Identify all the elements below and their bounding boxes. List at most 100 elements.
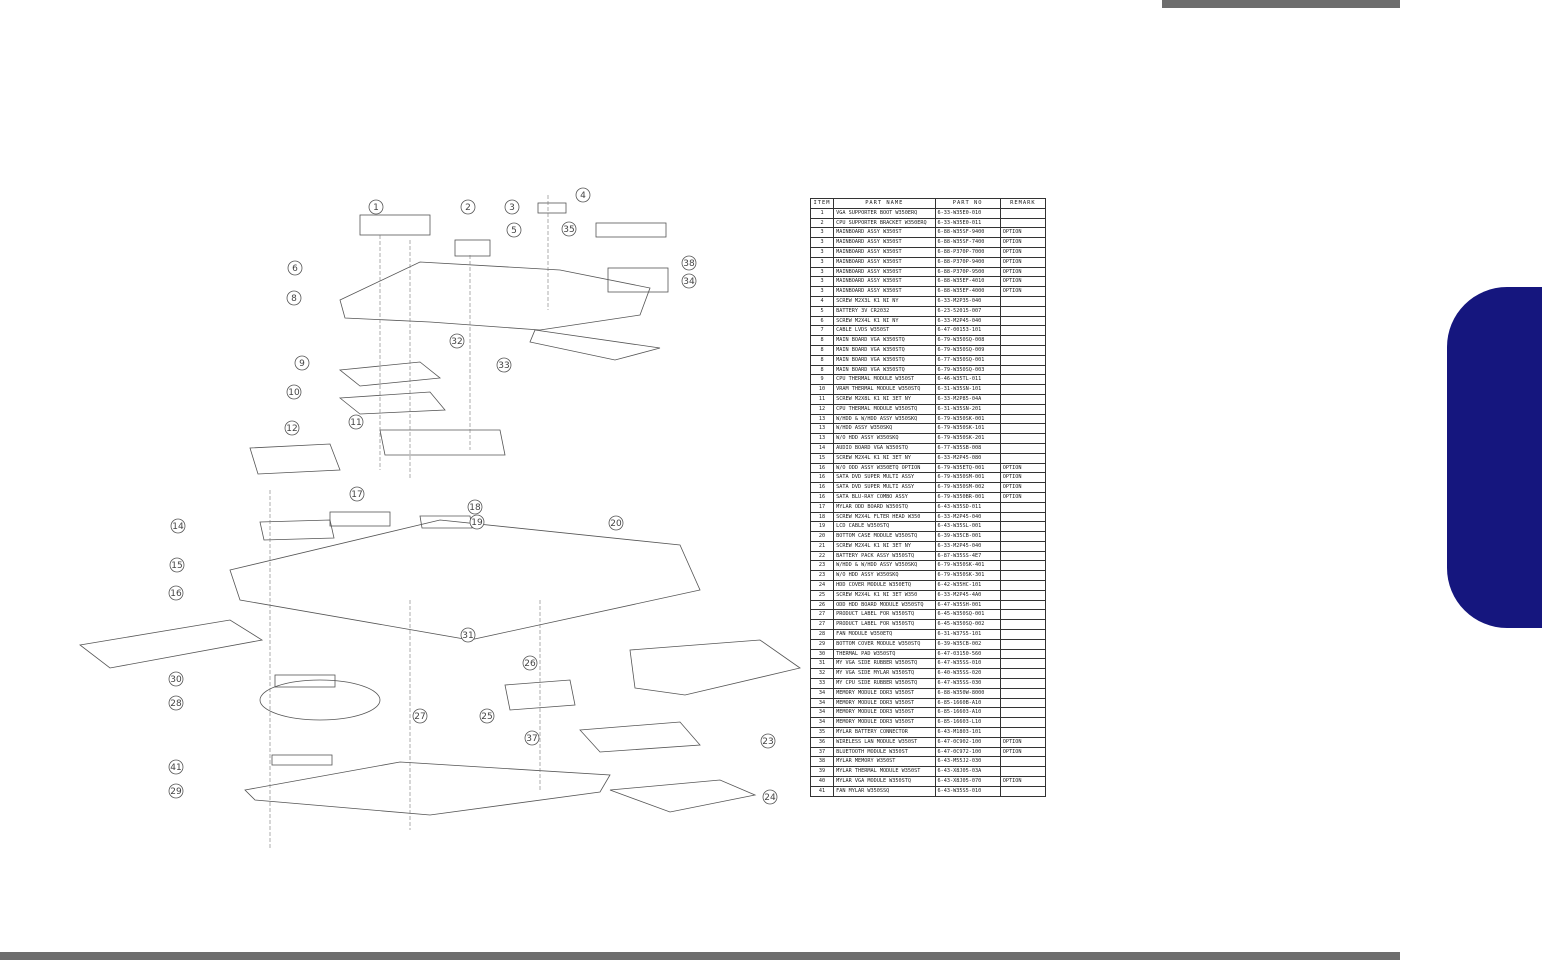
cell-item: 37 <box>809 746 835 758</box>
cell-remark <box>999 687 1047 699</box>
cell-remark <box>999 433 1047 444</box>
callout-marker: 41 <box>168 759 184 775</box>
cell-part-no: 6-79-W350SK-001 <box>934 413 1001 425</box>
vram-thermal-module <box>338 391 446 415</box>
cell-remark <box>999 678 1047 689</box>
cell-part-no: 6-88-P370P-9400 <box>934 256 1001 268</box>
cell-remark <box>999 619 1047 631</box>
cell-part-name: FAN MODULE W350ETQ <box>833 629 936 640</box>
header-part-name: PART NAME <box>833 198 936 209</box>
cell-remark <box>999 599 1047 611</box>
callout-number: 41 <box>170 763 181 773</box>
cell-item: 4 <box>809 295 835 307</box>
cell-remark <box>999 207 1047 219</box>
cell-part-name: MEMORY MODULE DDR3 W350ST <box>833 687 936 699</box>
callout-number: 20 <box>610 519 622 529</box>
cell-remark: OPTION <box>999 286 1047 297</box>
cell-remark: OPTION <box>999 462 1047 474</box>
cell-part-no: 6-47-W35SS-010 <box>934 658 1001 670</box>
cell-part-name: CABLE LVDS W350ST <box>833 325 936 337</box>
cell-remark: OPTION <box>999 237 1047 248</box>
cell-part-no: 6-31-W35SN-201 <box>934 403 1001 415</box>
cell-item: 14 <box>809 442 835 454</box>
cell-part-name: SCREW M2X4L K1 NI NY <box>833 315 936 327</box>
audio-board <box>259 519 335 541</box>
callout-number: 10 <box>288 388 300 398</box>
cell-part-no: 6-79-W350SQ-008 <box>934 335 1001 346</box>
mylar-odd-board <box>329 511 391 527</box>
cell-part-name: VGA SUPPORTER BOOT W350ERQ <box>833 207 936 219</box>
cell-part-no: 6-87-W35SS-4E7 <box>934 550 1001 562</box>
cell-part-name: BOTTOM CASE MODULE W350STQ <box>833 531 936 542</box>
cell-remark <box>999 540 1047 552</box>
cell-remark <box>999 295 1047 307</box>
cell-remark <box>999 531 1047 542</box>
cell-part-no: 6-88-W35EF-4010 <box>934 276 1001 288</box>
cell-remark: OPTION <box>999 491 1047 503</box>
cell-item: 28 <box>809 629 835 640</box>
mainboard <box>339 261 651 331</box>
cell-part-no: 6-33-M2P45-040 <box>934 540 1001 552</box>
callout-marker: 1 <box>368 199 384 215</box>
cell-part-name: WIRELESS LAN MODULE W350ST <box>833 736 936 748</box>
cell-part-name: SATA DVD SUPER MULTI ASSY <box>833 482 936 493</box>
chapter-side-tab[interactable] <box>1447 287 1542 628</box>
lcd-cable <box>419 515 473 529</box>
cell-part-no: 6-23-52015-007 <box>934 305 1001 317</box>
cell-remark <box>999 609 1047 621</box>
cpu-thermal-assembly <box>379 429 506 456</box>
cell-item: 34 <box>809 697 835 709</box>
cell-part-name: MEMORY MODULE DDR3 W350ST <box>833 717 936 729</box>
callout-marker: 15 <box>169 557 185 573</box>
cell-part-no: 6-88-W35SF-7400 <box>934 237 1001 248</box>
cell-item: 3 <box>809 227 835 239</box>
cell-part-no: 6-39-W35CB-001 <box>934 531 1001 542</box>
cpu-thermal-module <box>338 361 442 387</box>
cell-part-name: MAINBOARD ASSY W350ST <box>833 256 936 268</box>
cell-remark <box>999 335 1047 346</box>
cell-part-no: 6-79-W350SQ-009 <box>934 344 1001 356</box>
cell-part-name: VRAM THERMAL MODULE W350STQ <box>833 384 936 395</box>
cell-item: 13 <box>809 413 835 425</box>
cell-part-no: 6-77-W35SB-008 <box>934 442 1001 454</box>
cell-item: 7 <box>809 325 835 337</box>
cell-part-name: MAIN BOARD VGA W350STQ <box>833 344 936 356</box>
cell-part-name: MAIN BOARD VGA W350STQ <box>833 335 936 346</box>
cell-remark <box>999 521 1047 533</box>
cell-item: 16 <box>809 491 835 503</box>
header-remark: REMARK <box>999 198 1047 209</box>
callout-number: 3 <box>509 203 515 213</box>
callout-number: 11 <box>350 418 361 428</box>
cell-remark: OPTION <box>999 776 1047 787</box>
memory-module <box>595 222 667 238</box>
callout-number: 1 <box>373 203 379 213</box>
cell-remark: OPTION <box>999 482 1047 493</box>
bottom-cover-module <box>244 761 611 816</box>
callout-marker: 33 <box>496 357 512 373</box>
cell-part-name: SCREW M2X4L FLTER HEAD W350 <box>833 511 936 523</box>
cell-part-name: W/O HDD ASSY W350SKQ <box>833 570 936 582</box>
cell-part-name: SATA DVD SUPER MULTI ASSY <box>833 472 936 484</box>
cell-part-name: BATTERY 3V CR2032 <box>833 305 936 317</box>
cell-item: 30 <box>809 648 835 660</box>
cell-part-name: CPU THERMAL MODULE W350STQ <box>833 403 936 415</box>
cell-item: 29 <box>809 638 835 650</box>
callout-number: 32 <box>451 337 462 347</box>
callout-marker: 9 <box>294 355 310 371</box>
cell-remark: OPTION <box>999 746 1047 758</box>
